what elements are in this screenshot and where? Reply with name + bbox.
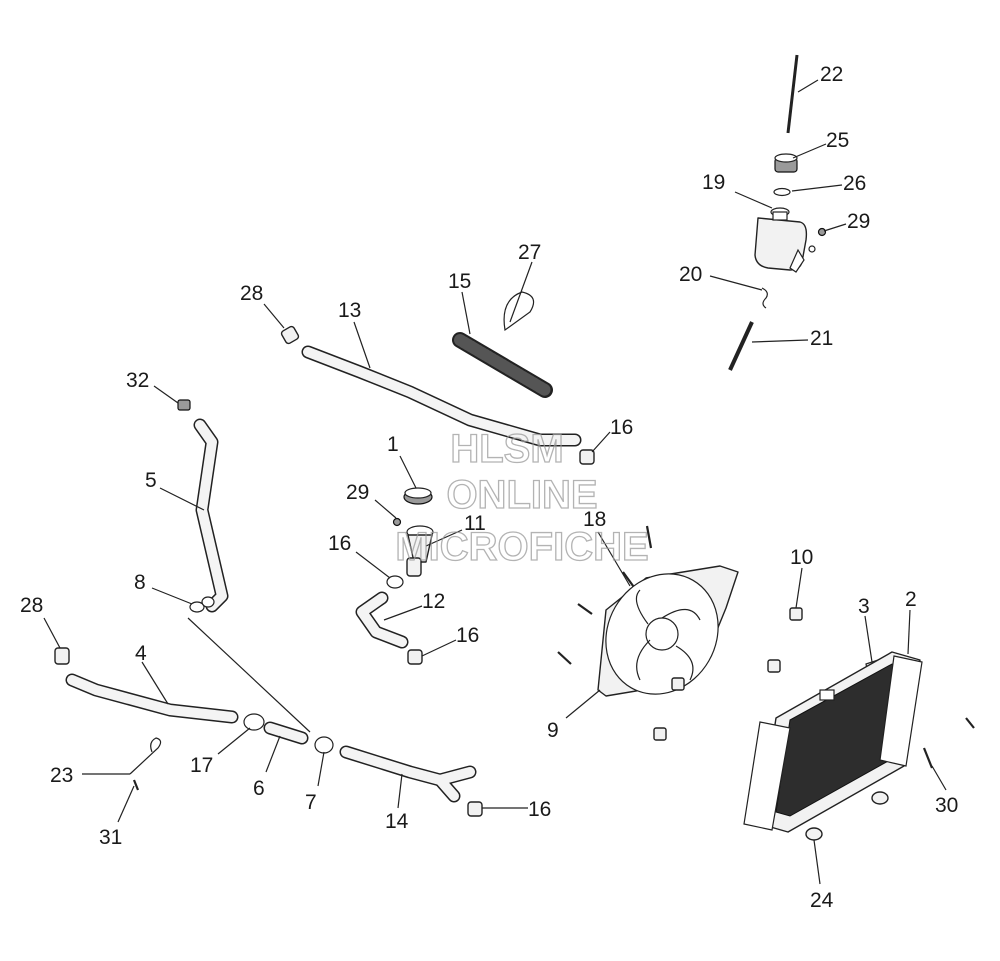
callout-32: 32 [126,369,149,392]
part-20-clip [761,287,768,309]
callout-12: 12 [422,590,445,613]
watermark-line-1: HLSM [450,427,563,471]
callout-28-lower: 28 [20,594,43,617]
watermark-line-3: MICROFICHE [395,525,648,569]
callout-17: 17 [190,754,213,777]
part-9-fan-assembly [597,565,739,697]
callout-11: 11 [464,512,486,535]
callout-31: 31 [99,826,122,849]
callout-23: 23 [50,764,73,787]
watermark-line-2: ONLINE [446,473,597,517]
part-26-washer [773,187,791,197]
callout-16-upper: 16 [610,416,633,439]
part-16-clamp-lower [467,801,483,817]
callout-2: 2 [905,588,917,611]
callout-30: 30 [935,794,958,817]
callout-21: 21 [810,327,833,350]
part-1-radiator-cap [403,487,433,505]
callout-13: 13 [338,299,361,322]
part-28-cap-lower [54,647,70,665]
part-18-bolts [557,525,653,665]
part-7-clamp [314,736,334,754]
callout-16-lower-center: 16 [456,624,479,647]
callout-28-upper: 28 [240,282,263,305]
part-28-cap-upper [280,325,300,345]
part-4-lower-hose [65,673,239,724]
part-29-washer-upper [808,245,816,253]
part-16-clamp-lower-center [407,649,423,665]
part-16-clamp-center [386,575,404,589]
part-14-y-hose [339,745,477,803]
part-5-bent-hose [193,418,229,613]
callout-18: 18 [583,508,606,531]
callout-16-center: 16 [328,532,351,555]
part-29-screw-upper [817,227,827,237]
callout-7: 7 [305,791,317,814]
watermark: HLSM ONLINE MICROFICHE [395,426,650,569]
callout-14: 14 [385,810,409,833]
callout-27: 27 [518,241,541,264]
part-21-overflow-tube [728,321,754,371]
callout-19: 19 [702,171,725,194]
part-22-rod [786,54,799,134]
part-12-hose-elbow [355,591,409,649]
part-31-screw [132,779,140,791]
callout-16-lower: 16 [528,798,551,821]
part-17-clamp [243,713,265,731]
part-2-radiator [743,651,923,833]
part-32-clamp [177,399,191,411]
callout-29-upper: 29 [847,210,870,233]
callout-3: 3 [858,595,870,618]
callout-6: 6 [253,777,265,800]
part-16-clamp-upper [579,449,595,465]
part-23-pin [129,737,162,775]
callout-8: 8 [134,571,146,594]
callout-22: 22 [820,63,843,86]
part-30-screws [922,717,975,769]
part-29-screw-center [392,517,402,527]
callout-5: 5 [145,469,157,492]
callout-20: 20 [679,263,702,286]
callout-24: 24 [810,889,834,912]
callout-26: 26 [843,172,866,195]
callout-25: 25 [826,129,849,152]
part-25-reservoir-cap [774,153,798,173]
part-19-coolant-reservoir [754,207,808,273]
callout-4: 4 [135,642,147,665]
leader-lines [43,79,947,885]
part-8-clamp [189,596,215,613]
part-6-connector-tube [263,721,309,745]
part-13-upper-hose [301,345,582,447]
callout-9: 9 [547,719,559,742]
part-15-corrugated-sleeve [452,332,553,398]
part-27-strap [503,291,535,332]
callout-29-center: 29 [346,481,369,504]
callout-15: 15 [448,270,471,293]
part-11-filler-neck [406,525,434,577]
callout-10: 10 [790,546,813,569]
callout-1: 1 [387,433,399,456]
part-10-grommets [653,607,803,741]
callout-numbers: 22 25 26 19 29 20 21 27 15 13 28 16 32 5… [20,63,958,912]
